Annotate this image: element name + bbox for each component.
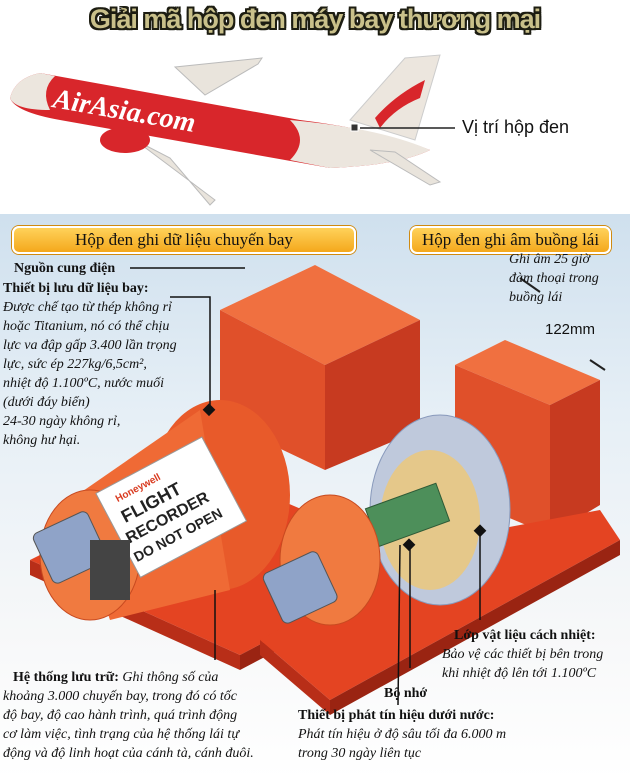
insulation-line: khi nhiệt độ lên tới 1.100ºC [442, 666, 597, 681]
beacon-line: trong 30 ngày liên tục [298, 746, 422, 761]
leader-lines [130, 267, 481, 706]
dimension-label: 122mm [545, 321, 596, 338]
beacon-title: Thiết bị phát tín hiệu dưới nước: [298, 708, 495, 723]
storage-system-line: khoảng 3.000 chuyến bay, trong đó có tốc [3, 689, 237, 704]
storage-line: hoặc Titanium, nó có thể chịu [3, 319, 170, 334]
storage-system-line: Ghi thông số của [122, 670, 219, 685]
storage-system-title: Hệ thống lưu trữ: [13, 670, 119, 685]
storage-line: (dưới đáy biển) [3, 395, 90, 410]
cvr-description: Ghi âm 25 giờ đàm thoại trong buồng lái [509, 250, 599, 307]
fdr-header: Hộp đen ghi dữ liệu chuyến bay [12, 226, 356, 254]
storage-line: lực va đập gấp 3.400 lần trọng [3, 338, 177, 353]
cvr-illustration [260, 277, 620, 715]
storage-system-callout: Hệ thống lưu trữ: Ghi thông số của khoản… [3, 668, 303, 763]
storage-line: Được chế tạo từ thép không rỉ [3, 300, 172, 315]
beacon-callout: Thiết bị phát tín hiệu dưới nước: Phát t… [298, 706, 598, 763]
insulation-title: Lớp vật liệu cách nhiệt: [454, 628, 596, 643]
cvr-header: Hộp đen ghi âm buồng lái [410, 226, 612, 254]
black-box-location-label: Vị trí hộp đen [462, 117, 570, 137]
storage-system-line: độ bay, độ cao hành trình, quá trình độn… [3, 708, 238, 723]
memory-label: Bộ nhớ [384, 686, 428, 701]
cvr-desc-line: buồng lái [509, 290, 563, 305]
cvr-desc-line: Ghi âm 25 giờ [509, 252, 590, 267]
storage-system-line: động và độ linh hoạt của cánh tà, cánh đ… [3, 746, 254, 761]
storage-line: 24-30 ngày không rỉ, [3, 414, 121, 429]
cvr-desc-line: đàm thoại trong [509, 271, 599, 286]
page-title: Giải mã hộp đen máy bay thương mại [89, 4, 541, 34]
insulation-callout: Lớp vật liệu cách nhiệt: Bảo vệ các thiế… [442, 626, 630, 683]
airplane-illustration: AirAsia.com [10, 54, 455, 206]
storage-line: lực, sức ép 227kg/6,5cm², [3, 357, 147, 372]
storage-unit-title: Thiết bị lưu dữ liệu bay: [3, 281, 149, 296]
storage-unit-callout: Thiết bị lưu dữ liệu bay: Được chế tạo t… [3, 279, 223, 450]
storage-system-line: cơ làm việc, tình trạng của hệ thống lái… [3, 727, 239, 742]
insulation-line: Bảo vệ các thiết bị bên trong [442, 647, 604, 662]
beacon-line: Phát tín hiệu ở độ sâu tối đa 6.000 m [298, 727, 507, 742]
power-supply-label: Nguồn cung điện [14, 261, 116, 276]
storage-line: nhiệt độ 1.100ºC, nước muối [3, 376, 164, 391]
storage-line: không hư hại. [3, 433, 81, 448]
black-box-marker [350, 123, 359, 132]
